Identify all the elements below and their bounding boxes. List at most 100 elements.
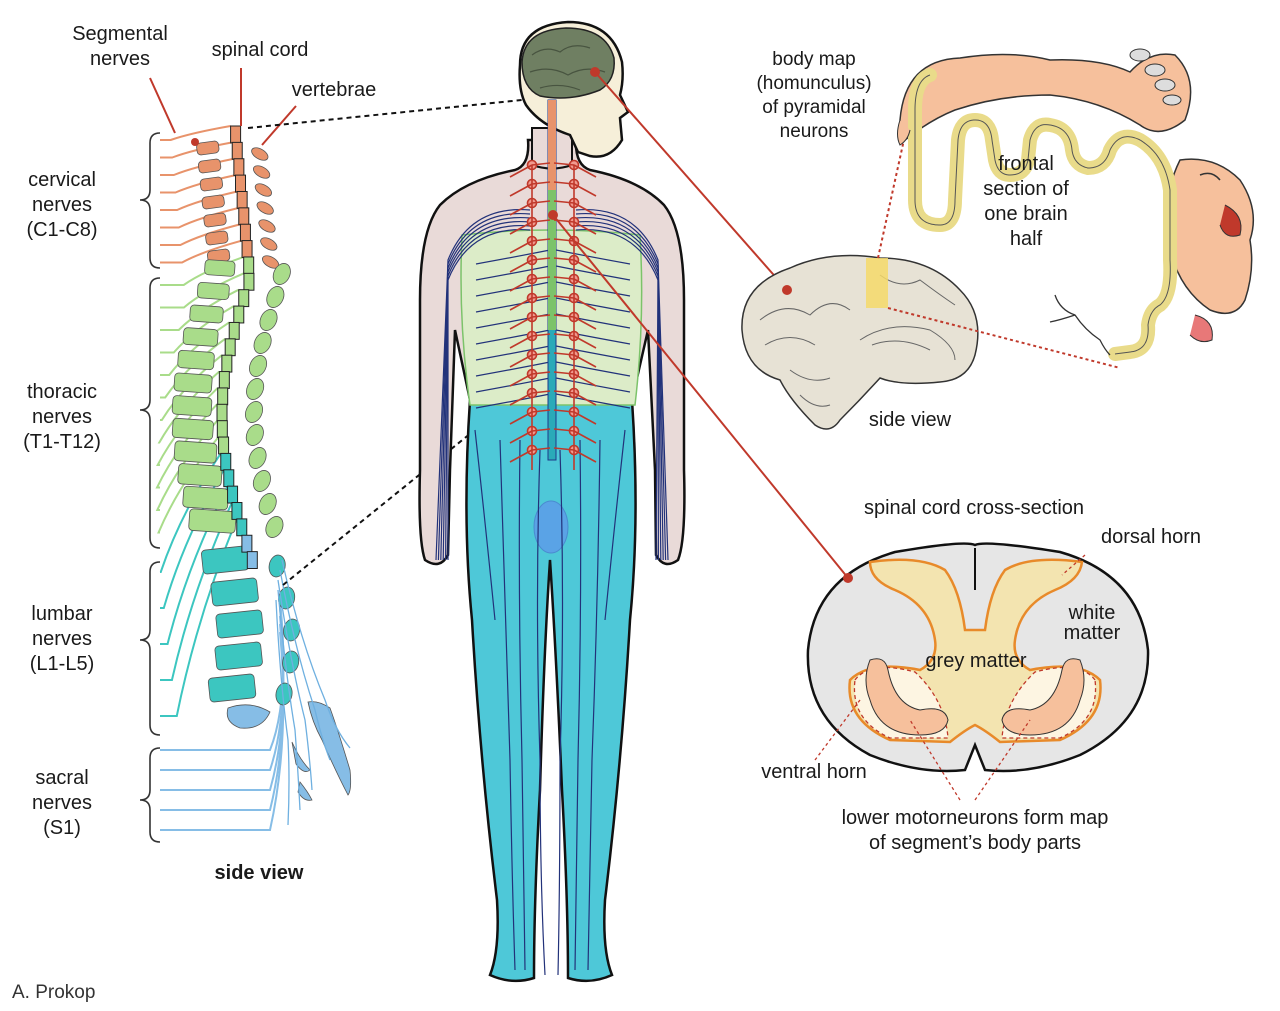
vertebral-bodies [171,140,264,703]
sacral-line-3: (S1) [43,817,81,839]
spinous-process [268,554,286,578]
ganglion-root [531,200,551,204]
cord-segment [228,321,240,340]
vertebral-body [177,463,223,487]
ganglion-root [553,447,575,451]
frontal-line-3: one brain [984,203,1068,225]
ganglion-root [531,352,551,356]
ganglion-root [531,333,551,337]
trunk-nerve [475,297,551,313]
ganglion-root [553,333,575,337]
ganglion-nerve [573,430,597,444]
cervical-line-2: nerves [31,194,93,216]
segmental-nerve [160,125,231,141]
ganglion-nerve [573,202,597,216]
cord-segment [239,223,251,242]
leg-nerves [474,429,626,976]
ganglion-root [553,257,575,261]
spinous-process [256,201,274,215]
ganglion-nerve [509,449,533,463]
cord-segment [230,125,242,144]
cord-segment [238,289,250,308]
coccyx [307,701,352,796]
ganglion-root [531,409,551,413]
lower-motorneurons-line-1: lower motorneurons form map [841,807,1109,829]
cord-segment [218,371,230,389]
frontal-line-2: section of [983,178,1069,200]
cord-segment [231,141,243,160]
ganglion-nerve [573,373,597,387]
ganglion-nerve [509,411,533,425]
ganglion-nerve [509,335,533,349]
sacral-line-1: sacral [35,767,89,789]
arm-nerve-right [575,216,664,561]
label-vertebrae: vertebrae [291,79,377,101]
lumbar-line-1: lumbar [31,603,93,625]
ganglion-nerve [509,316,533,330]
ganglion-root [531,162,551,166]
trunk-nerve [555,393,631,409]
ganglion-nerve [509,183,533,197]
ganglion-root [531,295,551,299]
vertebral-body [173,372,213,394]
spinous-process [258,219,276,233]
ganglion-nerve [573,316,597,330]
frontal-line-1: frontal [998,153,1054,175]
trunk-nerve [555,281,631,297]
vertebral-body [204,259,236,277]
white-matter-line-2: matter [1063,622,1121,644]
cord-segment [236,518,248,537]
ganglion-nerve [573,221,597,235]
arm-nerve-right [575,208,669,561]
ganglion-root [553,162,575,166]
thoracic-line-1: thoracic [26,381,98,403]
vertebral-body [182,485,229,511]
spinous-process [251,147,269,161]
dashed-connectors [247,99,523,586]
vertebral-body [215,609,264,639]
ganglion-root [553,314,575,318]
spinous-process [246,378,265,400]
label-cross-section-title: spinal cord cross-section [863,497,1085,519]
frontal-section [897,48,1255,361]
body-map-line-4: neurons [779,121,849,142]
ganglion-nerve [573,411,597,425]
spinous-process [266,286,285,308]
motor-cortex-strip [866,258,888,308]
trunk-nerve [475,393,551,409]
cord-segment [218,436,230,455]
trunk-nerve [555,345,631,361]
spinous-process [249,355,268,377]
ganglion-nerve [509,373,533,387]
vertebral-body [201,194,225,210]
cord-segment [227,485,239,504]
vertebral-body [210,577,259,607]
lower-motorneurons-line-2: of segment’s body parts [869,832,1081,854]
label-side-view-brain: side view [868,409,952,431]
spinous-process [275,682,293,706]
arm-nerve-left [435,208,531,561]
spinous-process [248,447,267,469]
body-ganglia [509,159,597,470]
sympathetic-chain [531,165,575,470]
arm-nerve-left [445,224,531,561]
vertebral-body [196,140,220,156]
ganglion-root [531,428,551,432]
human-body [418,20,686,983]
vertebral-body [197,158,222,174]
ganglion-root [531,371,551,375]
cord-segment [216,403,228,422]
ganglion-nerve [509,221,533,235]
cord-segment [216,420,228,439]
spinous-process [265,516,284,538]
region-brackets [139,132,161,843]
trunk-nerve [555,377,631,393]
ganglion-nerve [573,240,597,254]
spinous-process [260,237,278,251]
sacrum [226,704,271,729]
ganglion-nerve [573,449,597,463]
body-map-line-2: (homunculus) [756,73,872,94]
vertebral-body [188,508,237,534]
vertebral-body [199,176,224,192]
label-dorsal-horn: dorsal horn [1100,526,1202,548]
